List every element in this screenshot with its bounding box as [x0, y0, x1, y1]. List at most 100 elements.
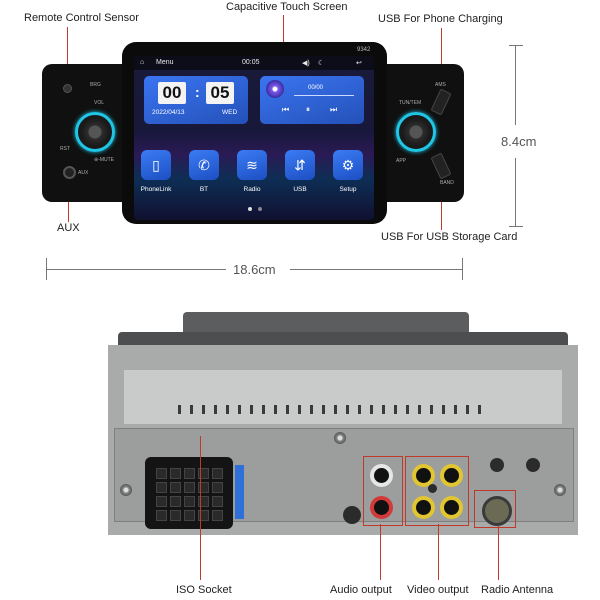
menu-label[interactable]: Menu [156, 59, 174, 66]
iso-pin [184, 510, 195, 521]
height-dim-top [509, 45, 523, 46]
page-dot-2[interactable] [258, 207, 262, 211]
aux-jack[interactable] [63, 166, 76, 179]
previous-icon[interactable]: ⏮ [282, 105, 290, 114]
height-dim-line-lower [515, 158, 516, 226]
status-bar: ⌂ Menu 00:05 ◀) ☾ ↩ [134, 56, 374, 70]
video-output-label: Video output [407, 584, 469, 596]
iso-pin [156, 482, 167, 493]
vent-slot [262, 405, 265, 414]
vent-slot [454, 405, 457, 414]
vent-slot [178, 405, 181, 414]
phonelink-icon[interactable]: ▯ [141, 150, 171, 180]
width-dim-line-left [46, 269, 226, 270]
remote-sensor-label: Remote Control Sensor [24, 12, 139, 24]
vent-slot [190, 405, 193, 414]
phone-icon[interactable]: ✆ [189, 150, 219, 180]
clock-minute: 05 [206, 82, 234, 104]
media-widget[interactable]: 00/00 ⏮ ⏸ ⏭ [260, 76, 364, 124]
vent-slot [430, 405, 433, 414]
antenna-box [474, 490, 516, 528]
pause-icon[interactable]: ⏸ [306, 105, 310, 114]
video-rca-3[interactable] [412, 496, 435, 519]
clock-widget[interactable]: 00 : 05 2022/04/13 WED [144, 76, 248, 124]
width-dimension: 18.6cm [233, 262, 276, 277]
height-dimension: 8.4cm [501, 134, 537, 149]
screw-right [554, 484, 566, 496]
vent-slot [202, 405, 205, 414]
iso-pin [170, 482, 181, 493]
model-label: 9342 [357, 47, 371, 53]
iso-pin [212, 496, 223, 507]
status-time: 00:05 [242, 59, 260, 66]
next-icon[interactable]: ⏭ [330, 105, 338, 114]
aux-label: AUX [57, 222, 80, 234]
height-dim-bottom [509, 226, 523, 227]
clock-weekday: WED [222, 109, 238, 116]
mute-marking: ⊕-MUTE [94, 157, 115, 163]
width-dim-line-right [290, 269, 462, 270]
page-dot-1[interactable] [248, 207, 252, 211]
iso-pin [170, 496, 181, 507]
vent-slot [310, 405, 313, 414]
clock-hour: 00 [158, 82, 186, 104]
vent-slot [418, 405, 421, 414]
video-rca-1[interactable] [412, 464, 435, 487]
vent-slot [442, 405, 445, 414]
iso-pin [184, 496, 195, 507]
volume-knob[interactable] [75, 112, 115, 152]
touch-screen-leader [283, 15, 284, 48]
disc-icon [266, 80, 284, 98]
aux-marking: AUX [78, 170, 89, 176]
brg-marking: BRG [90, 82, 101, 88]
volume-icon[interactable]: ◀) [302, 60, 310, 67]
iso-pin [170, 510, 181, 521]
vent-slot [370, 405, 373, 414]
vent-slot [382, 405, 385, 414]
tune-knob[interactable] [396, 112, 436, 152]
antenna-leader [498, 526, 499, 580]
mount-hole-1 [490, 458, 504, 472]
rear-unit [108, 310, 580, 570]
iso-pin [198, 468, 209, 479]
video-output-box [405, 456, 469, 526]
night-mode-icon[interactable]: ☾ [318, 60, 325, 67]
home-icon[interactable]: ⌂ [140, 59, 145, 66]
vent-slot [358, 405, 361, 414]
back-icon[interactable]: ↩ [356, 60, 362, 67]
vent-slot [406, 405, 409, 414]
gear-icon[interactable]: ⚙ [333, 150, 363, 180]
iso-pin [156, 468, 167, 479]
vent-slot [334, 405, 337, 414]
fuse [235, 465, 244, 519]
antenna-socket[interactable] [482, 496, 512, 526]
iso-pin [198, 496, 209, 507]
touch-screen[interactable]: ⌂ Menu 00:05 ◀) ☾ ↩ 9342 00 : 05 2022/04… [134, 56, 374, 220]
audio-right-rca[interactable] [370, 496, 393, 519]
audio-left-rca[interactable] [370, 464, 393, 487]
audio-output-box [363, 456, 403, 526]
vent-slot [226, 405, 229, 414]
audio-leader [380, 524, 381, 580]
radio-antenna-label: Radio Antenna [481, 584, 554, 596]
video-center-hole [428, 484, 437, 493]
clock-colon: : [195, 84, 200, 100]
iso-pin [212, 482, 223, 493]
vent-slot [274, 405, 277, 414]
vent-slot [394, 405, 397, 414]
usb-storage-label: USB For USB Storage Card [381, 231, 518, 243]
mount-hole-2 [526, 458, 540, 472]
app-label: BT [199, 186, 209, 193]
video-leader [438, 524, 439, 580]
rear-top-plate [124, 370, 562, 424]
radio-icon[interactable]: ≋ [237, 150, 267, 180]
touch-screen-label: Capacitive Touch Screen [226, 1, 348, 13]
app-label: Setup [339, 186, 357, 193]
vent-slot [466, 405, 469, 414]
video-rca-2[interactable] [440, 464, 463, 487]
tune-marking: TUN/TEM [399, 100, 422, 106]
iso-pin [184, 468, 195, 479]
vol-marking: VOL [94, 100, 105, 106]
video-rca-4[interactable] [440, 496, 463, 519]
usb-icon[interactable]: ⇵ [285, 150, 315, 180]
